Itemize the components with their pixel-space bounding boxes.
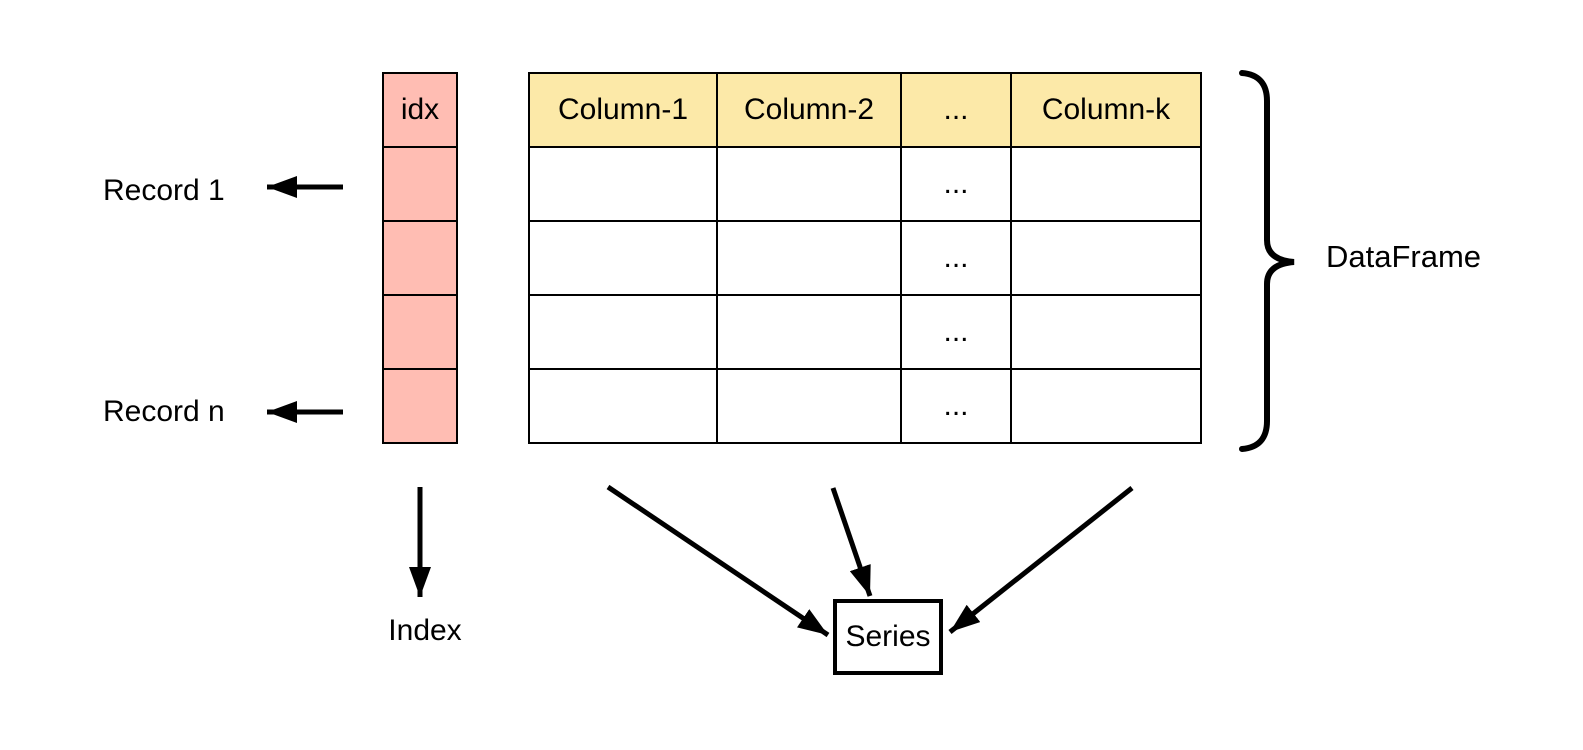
index-cell bbox=[382, 146, 458, 222]
table-cell bbox=[528, 294, 718, 370]
table-cell bbox=[1010, 368, 1202, 444]
index-cell bbox=[382, 368, 458, 444]
ellipsis-cell: ... bbox=[900, 220, 1012, 296]
ellipsis-cell: ... bbox=[900, 146, 1012, 222]
column-header-cell: Column-1 bbox=[528, 72, 718, 148]
header-row: Column-1 Column-2 ... Column-k bbox=[528, 72, 1202, 148]
column-header-cell: Column-k bbox=[1010, 72, 1202, 148]
dataframe-table: Column-1 Column-2 ... Column-k ... ... bbox=[528, 72, 1202, 444]
table-cell bbox=[716, 220, 902, 296]
ellipsis-cell: ... bbox=[900, 294, 1012, 370]
table-cell bbox=[528, 368, 718, 444]
index-cell bbox=[382, 294, 458, 370]
index-cell bbox=[382, 220, 458, 296]
table-row: ... bbox=[528, 294, 1202, 370]
index-column: idx bbox=[382, 72, 458, 444]
table-cell bbox=[1010, 294, 1202, 370]
index-header-cell: idx bbox=[382, 72, 458, 148]
table-cell bbox=[1010, 220, 1202, 296]
column1-to-series-arrow bbox=[606, 484, 830, 638]
record-1-label: Record 1 bbox=[103, 174, 225, 207]
table-cell bbox=[716, 368, 902, 444]
table-row: ... bbox=[528, 146, 1202, 222]
table-row: ... bbox=[528, 220, 1202, 296]
table-row: ... bbox=[528, 368, 1202, 444]
columnk-to-series-arrow bbox=[948, 486, 1134, 634]
ellipsis-cell: ... bbox=[900, 368, 1012, 444]
table-cell bbox=[528, 146, 718, 222]
record-n-label: Record n bbox=[103, 395, 225, 428]
dataframe-brace bbox=[1239, 70, 1295, 452]
table-cell bbox=[1010, 146, 1202, 222]
table-cell bbox=[716, 294, 902, 370]
table-cell bbox=[716, 146, 902, 222]
column-header-ellipsis-cell: ... bbox=[900, 72, 1012, 148]
table-cell bbox=[528, 220, 718, 296]
index-label: Index bbox=[388, 614, 462, 647]
column2-to-series-arrow bbox=[830, 487, 873, 597]
dataframe-label: DataFrame bbox=[1326, 239, 1482, 274]
column-header-cell: Column-2 bbox=[716, 72, 902, 148]
series-box: Series bbox=[833, 599, 943, 675]
